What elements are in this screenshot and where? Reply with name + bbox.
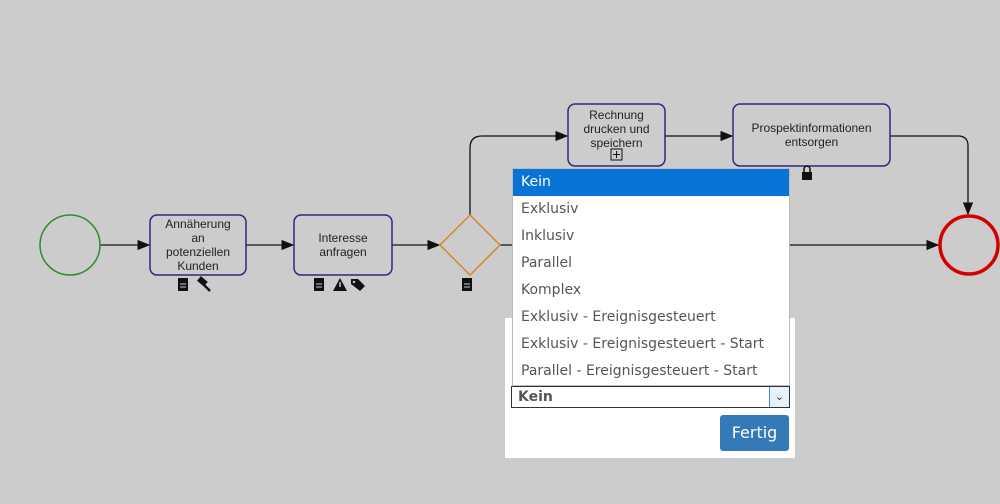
document-icon [178,278,188,291]
gateway-type-option[interactable]: Inklusiv [521,228,575,244]
gateway-type-option[interactable]: Parallel - Ereignisgesteuert - Start [521,363,758,379]
start-event[interactable] [39,214,101,276]
task-label: Annäherung [165,217,230,231]
gateway-type-option[interactable]: Exklusiv [521,201,579,217]
end-event[interactable] [938,214,1000,276]
selected-value: Kein [518,389,553,405]
task-label: Prospektinformationen [751,121,871,135]
task-label: Interesse [318,231,368,245]
chevron-down-icon[interactable]: ⌄ [769,387,789,407]
task-label: speichern [590,136,642,150]
flow-gateway-t3[interactable] [469,130,569,215]
gateway-type-option[interactable]: Komplex [521,282,582,298]
document-icon [314,278,324,291]
gateway-type-option[interactable]: Kein [513,169,789,196]
document-icon [462,278,472,291]
task-label: Rechnung [589,108,644,122]
done-button[interactable]: Fertig [720,415,789,451]
task-label: an [191,231,204,245]
task-box[interactable] [732,103,891,167]
task-box[interactable] [567,103,666,167]
lock-icon [802,165,812,180]
warning-icon [333,278,347,291]
gateway-type-option[interactable]: Exklusiv - Ereignisgesteuert [521,309,716,325]
task-label: entsorgen [785,135,838,149]
task-box[interactable] [149,214,247,276]
gateway-type-option[interactable]: Parallel [521,255,573,271]
task-label: potenziellen [166,245,230,259]
task-label: Kunden [177,259,218,273]
gateway-type-option[interactable]: Exklusiv - Ereignisgesteuert - Start [521,336,764,352]
task-markers [178,148,812,292]
task-box[interactable] [293,214,393,276]
flow-t4-end[interactable] [890,135,974,216]
task-label: drucken und [583,122,649,136]
subprocess-plus-icon[interactable] [610,148,623,161]
task-label: anfragen [319,245,366,259]
hammer-icon [197,276,211,292]
tag-icon [351,279,365,291]
gateway[interactable] [438,213,502,277]
gateway-type-select[interactable]: Kein ⌄ [511,386,790,408]
